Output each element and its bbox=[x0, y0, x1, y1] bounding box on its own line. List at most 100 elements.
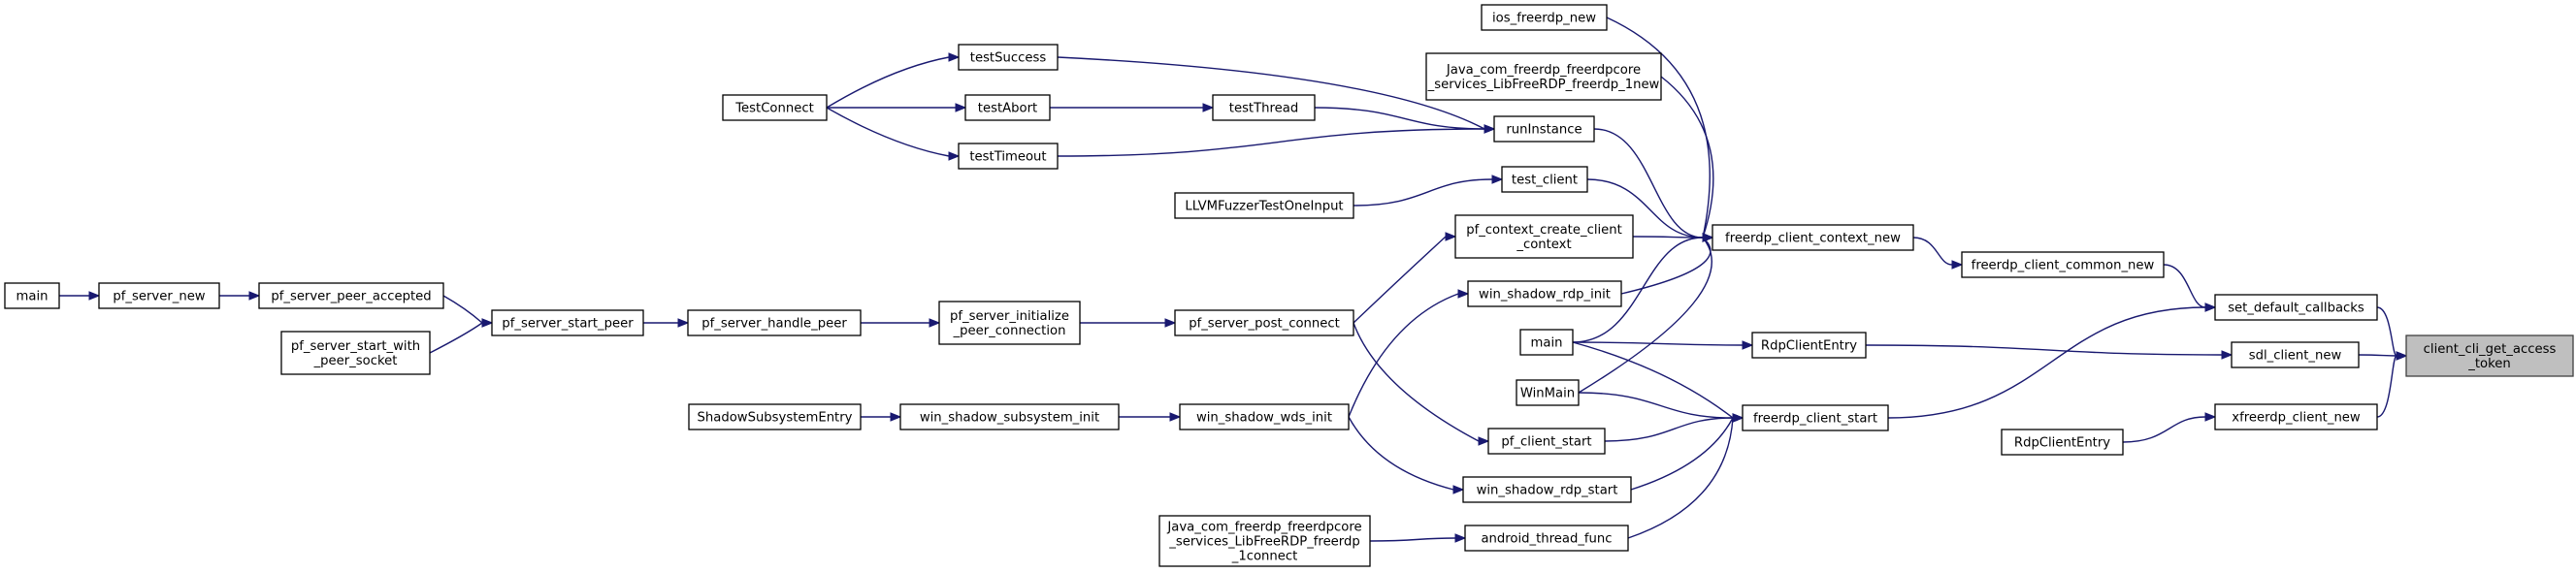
node-pf-server-start-with-peer-socket[interactable]: pf_server_start_with_peer_socket bbox=[280, 331, 431, 375]
arrowhead bbox=[1478, 436, 1490, 446]
node-box bbox=[1425, 52, 1662, 101]
node-WinMain[interactable]: WinMain bbox=[1516, 379, 1580, 406]
node-label: win_shadow_rdp_start bbox=[1477, 484, 1618, 498]
node-pf-server-new[interactable]: pf_server_new bbox=[98, 282, 220, 309]
node-pf-server-start-peer[interactable]: pf_server_start_peer bbox=[491, 309, 644, 336]
edge-pf-server-initialize-peer-connection-to-pf-server-post-connect bbox=[1079, 318, 1177, 328]
node-win-shadow-rdp-init[interactable]: win_shadow_rdp_init bbox=[1467, 280, 1622, 307]
arrowhead bbox=[948, 52, 961, 62]
edge-RdpClientEntry1-to-sdl-client-new bbox=[1865, 344, 2234, 360]
node-freerdp-client-start[interactable]: freerdp_client_start bbox=[1742, 404, 1889, 431]
node-testThread[interactable]: testThread bbox=[1212, 94, 1316, 121]
node-label: sdl_client_new bbox=[2249, 349, 2342, 364]
node-pf-server-peer-accepted[interactable]: pf_server_peer_accepted bbox=[258, 282, 444, 309]
node-focus[interactable]: client_cli_get_access_token bbox=[2405, 334, 2574, 377]
edge-line bbox=[1314, 107, 1485, 130]
edge-line bbox=[2376, 306, 2397, 357]
edge-TestConnect-to-testTimeout bbox=[826, 107, 961, 161]
node-win-shadow-rdp-start[interactable]: win_shadow_rdp_start bbox=[1462, 476, 1632, 503]
node-box bbox=[1712, 224, 1914, 251]
edge-java-connect-to-android-thread-func bbox=[1369, 533, 1467, 543]
call-nodes: client_cli_get_access_token set_default_c… bbox=[4, 4, 2574, 567]
edge-pf-server-handle-peer-to-pf-server-initialize-peer-connection bbox=[860, 318, 941, 328]
node-java-new[interactable]: Java_com_freerdp_freerdpcore_services_Li… bbox=[1425, 52, 1662, 101]
node-box bbox=[1519, 329, 1574, 356]
edge-line bbox=[2376, 355, 2397, 418]
node-pf-context-create-client-context[interactable]: pf_context_create_client_context bbox=[1454, 214, 1634, 259]
node-box bbox=[4, 282, 60, 309]
node-win-shadow-subsystem-init[interactable]: win_shadow_subsystem_init bbox=[899, 403, 1120, 430]
node-label: win_shadow_subsystem_init bbox=[920, 411, 1099, 426]
node-main-b[interactable]: main bbox=[4, 282, 60, 309]
node-ShadowSubsystemEntry[interactable]: ShadowSubsystemEntry bbox=[688, 403, 862, 430]
node-label: _token bbox=[2467, 357, 2510, 371]
edge-pf-client-start-to-freerdp-client-start bbox=[1604, 413, 1745, 442]
node-pf-server-post-connect[interactable]: pf_server_post_connect bbox=[1174, 309, 1354, 336]
node-label: set_default_callbacks bbox=[2228, 302, 2364, 316]
node-sdl-client-new[interactable]: sdl_client_new bbox=[2231, 341, 2360, 368]
node-label: xfreerdp_client_new bbox=[2232, 411, 2361, 426]
arrowhead bbox=[248, 291, 261, 301]
node-TestConnect[interactable]: TestConnect bbox=[722, 94, 828, 121]
arrowhead bbox=[955, 103, 967, 112]
node-android-thread-func[interactable]: android_thread_func bbox=[1464, 525, 1629, 552]
edge-line bbox=[1606, 16, 1711, 239]
edge-android-thread-func-to-freerdp-client-start bbox=[1627, 413, 1745, 539]
node-box bbox=[1464, 525, 1629, 552]
node-testTimeout[interactable]: testTimeout bbox=[958, 143, 1059, 170]
edge-line bbox=[1369, 537, 1456, 542]
edge-line bbox=[2163, 264, 2206, 308]
edge-RdpClientEntry2-to-xfreerdp-client-new bbox=[2122, 412, 2217, 443]
arrowhead bbox=[677, 318, 690, 328]
node-testSuccess[interactable]: testSuccess bbox=[958, 44, 1059, 71]
node-pf-server-handle-peer[interactable]: pf_server_handle_peer bbox=[687, 309, 862, 336]
edge-win-shadow-rdp-init-to-freerdp-client-context-new bbox=[1620, 233, 1714, 295]
arrowhead bbox=[1457, 289, 1470, 299]
node-label: pf_client_start bbox=[1501, 435, 1591, 450]
edge-testTimeout-to-runInstance bbox=[1057, 124, 1496, 157]
node-label: test_client bbox=[1512, 174, 1578, 188]
node-label: pf_server_peer_accepted bbox=[271, 290, 431, 304]
edge-line bbox=[1572, 237, 1704, 343]
edge-line bbox=[1887, 306, 2206, 419]
edge-pf-server-new-to-pf-server-peer-accepted bbox=[219, 291, 261, 301]
node-LLVMFuzzerTestOneInput[interactable]: LLVMFuzzerTestOneInput bbox=[1174, 192, 1354, 219]
node-main-a[interactable]: main bbox=[1519, 329, 1574, 356]
node-box bbox=[964, 94, 1051, 121]
node-win-shadow-wds-init[interactable]: win_shadow_wds_init bbox=[1179, 403, 1350, 430]
node-box bbox=[1174, 309, 1354, 336]
edge-line bbox=[826, 56, 950, 109]
node-box bbox=[258, 282, 444, 309]
node-testAbort[interactable]: testAbort bbox=[964, 94, 1051, 121]
node-label: freerdp_client_start bbox=[1753, 412, 1877, 427]
node-java-connect[interactable]: Java_com_freerdp_freerdpcore_services_Li… bbox=[1158, 515, 1371, 567]
node-box bbox=[1467, 280, 1622, 307]
node-pf-client-start[interactable]: pf_client_start bbox=[1487, 428, 1606, 455]
node-label: pf_server_start_peer bbox=[502, 317, 634, 332]
node-box bbox=[2405, 334, 2574, 377]
node-xfreerdp-client-new[interactable]: xfreerdp_client_new bbox=[2214, 403, 2378, 430]
node-label: _context bbox=[1516, 238, 1571, 252]
edge-java-new-to-freerdp-client-context-new bbox=[1660, 76, 1714, 242]
node-label: pf_server_post_connect bbox=[1189, 317, 1340, 332]
node-ios-freerdp-new[interactable]: ios_freerdp_new bbox=[1481, 4, 1608, 31]
edge-ShadowSubsystemEntry-to-win-shadow-subsystem-init bbox=[861, 412, 902, 422]
edge-freerdp-client-start-to-set-default-callbacks bbox=[1887, 302, 2217, 419]
node-runInstance[interactable]: runInstance bbox=[1493, 115, 1595, 143]
node-box bbox=[1481, 4, 1608, 31]
node-pf-server-initialize-peer-connection[interactable]: pf_server_initialize_peer_connection bbox=[938, 301, 1081, 345]
node-freerdp-client-context-new[interactable]: freerdp_client_context_new bbox=[1712, 224, 1914, 251]
node-label: win_shadow_rdp_init bbox=[1479, 288, 1611, 302]
node-label: _services_LibFreeRDP_freerdp bbox=[1168, 535, 1359, 550]
arrowhead bbox=[1484, 124, 1496, 134]
edge-pf-server-start-peer-to-pf-server-handle-peer bbox=[642, 318, 690, 328]
node-label: pf_server_initialize bbox=[950, 309, 1069, 324]
node-test-client[interactable]: test_client bbox=[1501, 166, 1588, 193]
node-RdpClientEntry2[interactable]: RdpClientEntry bbox=[2001, 429, 2124, 456]
node-RdpClientEntry1[interactable]: RdpClientEntry bbox=[1751, 332, 1867, 359]
node-set-default-callbacks[interactable]: set_default_callbacks bbox=[2214, 294, 2378, 321]
arrowhead bbox=[1169, 412, 1182, 422]
edge-main-b-to-pf-server-new bbox=[59, 291, 101, 301]
node-freerdp-client-common-new[interactable]: freerdp_client_common_new bbox=[1961, 251, 2165, 278]
